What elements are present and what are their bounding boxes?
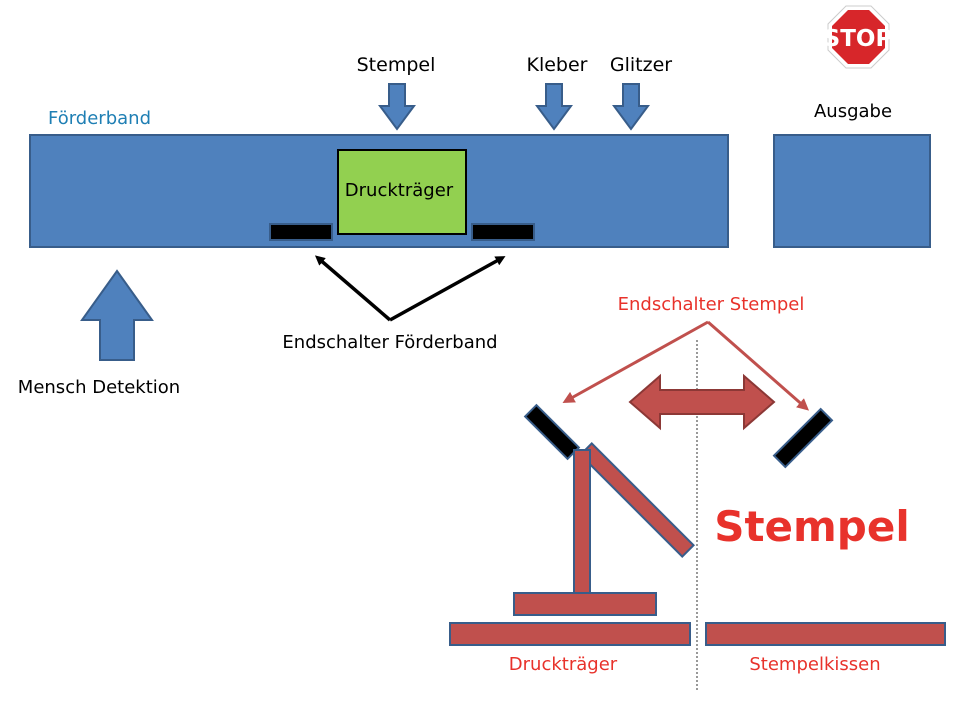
glitzer-station-label: Glitzer [610, 54, 672, 76]
kleber-station-label: Kleber [527, 54, 588, 76]
stamp-arm-diagonal [579, 442, 695, 558]
stamp-arm-vertical [573, 449, 591, 601]
stempel-title: Stempel [714, 502, 910, 551]
ausgabe-block [773, 134, 931, 248]
kleber-down-arrow [535, 83, 573, 131]
drucktraeger-box [337, 149, 467, 235]
stop-sign-icon: STOP [824, 5, 893, 69]
endschalter-foerderband-label: Endschalter Förderband [282, 332, 497, 353]
arrow-to-left-switch [314, 255, 392, 322]
stamp-head [513, 592, 657, 616]
arrow-to-right-switch [389, 256, 506, 322]
ausgabe-label: Ausgabe [814, 101, 892, 122]
belt-limit-switch-left [269, 223, 333, 241]
arrow-to-stamp-switch-right [707, 320, 810, 411]
stamp-limit-switch-right [772, 407, 834, 469]
mensch-detektion-label: Mensch Detektion [18, 377, 180, 398]
belt-limit-switch-right [471, 223, 535, 241]
stempel-down-arrow [378, 83, 416, 131]
foerderband-label: Förderband [48, 108, 151, 129]
mensch-detektion-up-arrow [80, 269, 154, 361]
glitzer-down-arrow [612, 83, 650, 131]
drucktraeger-bar [449, 622, 691, 646]
endschalter-stempel-label: Endschalter Stempel [618, 294, 805, 315]
stop-sign-text: STOP [824, 26, 893, 52]
drucktraeger-box-label: Druckträger [345, 180, 454, 201]
stamp-motion-double-arrow [628, 373, 776, 431]
stamp-limit-switch-left [523, 403, 581, 461]
stempelkissen-label: Stempelkissen [749, 654, 880, 675]
drucktraeger-bottom-label: Druckträger [509, 654, 618, 675]
stempelkissen-bar [705, 622, 946, 646]
stempel-station-label: Stempel [357, 54, 436, 76]
arrow-to-stamp-switch-left [562, 320, 709, 403]
